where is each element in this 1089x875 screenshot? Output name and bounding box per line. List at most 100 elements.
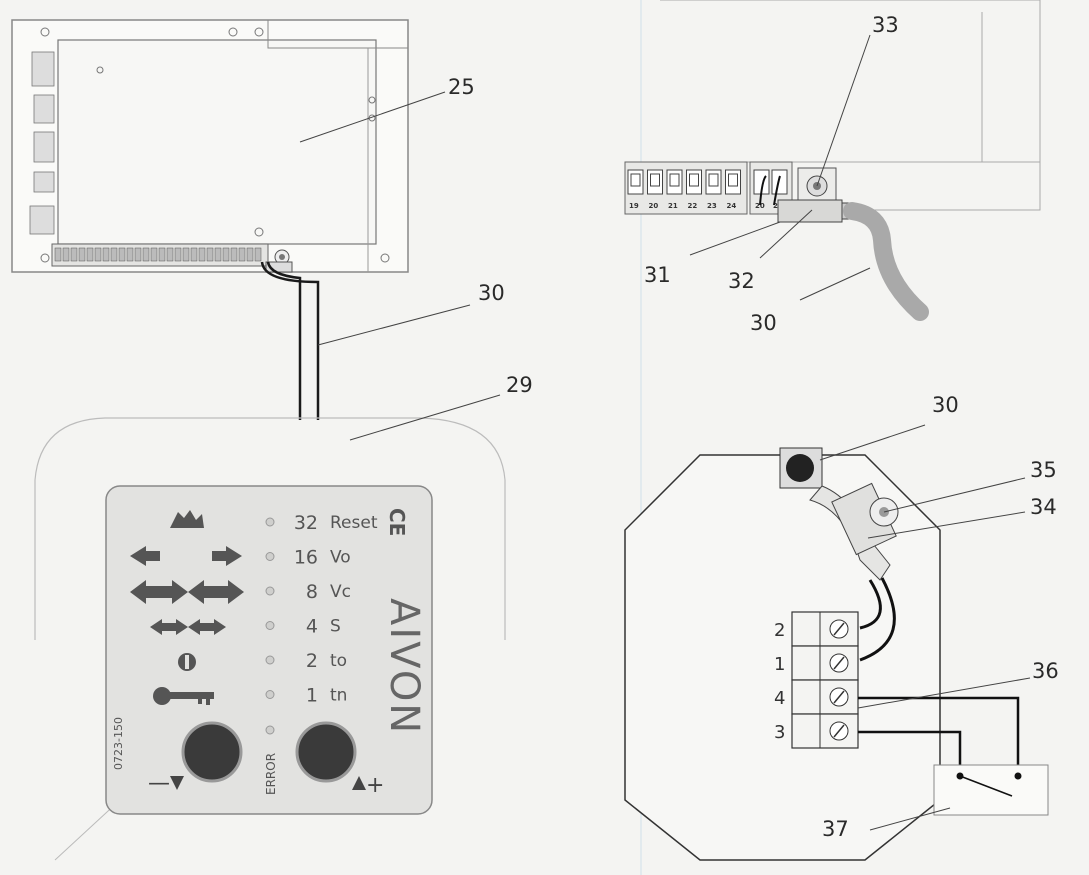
- row-code: S: [330, 617, 341, 637]
- minus-button[interactable]: [181, 721, 243, 783]
- mini-terminal: [86, 247, 94, 262]
- mini-terminal: [134, 247, 142, 262]
- mini-terminal: [198, 247, 206, 262]
- mini-terminal: [54, 247, 62, 262]
- callout-32: 32: [728, 269, 755, 293]
- terminal-number: 20: [755, 202, 765, 210]
- junction-box: 2 1 4 3: [624, 447, 1049, 861]
- error-led: [265, 725, 275, 735]
- row-code: to: [330, 651, 347, 671]
- mini-terminal: [206, 247, 214, 262]
- mini-terminal: [94, 247, 102, 262]
- callout-37: 37: [822, 817, 849, 841]
- terminal-slot: [705, 169, 722, 195]
- status-led: [265, 690, 275, 699]
- minus-label: —: [148, 771, 170, 796]
- plus-label: +: [366, 773, 384, 798]
- key-icon: [153, 687, 214, 705]
- panel-housing-outline: [34, 417, 506, 640]
- mini-terminal: [214, 247, 222, 262]
- mini-terminal: [70, 247, 78, 262]
- row-number: 1: [306, 685, 318, 707]
- callout-33: 33: [872, 13, 899, 37]
- callout-36: 36: [1032, 659, 1059, 683]
- terminal-slot: [647, 169, 663, 195]
- double-arrow-wide-2-icon: [188, 580, 244, 604]
- terminal-label: 1: [774, 654, 785, 675]
- row-code: Vo: [330, 548, 351, 568]
- callout-25: 25: [448, 75, 475, 99]
- terminal-slot: [771, 169, 788, 195]
- terminal-label: 4: [774, 688, 785, 709]
- mini-terminal: [230, 247, 238, 262]
- terminal-number: 20: [649, 202, 659, 210]
- mini-terminal: [174, 247, 182, 262]
- terminal-number: 24: [727, 202, 737, 210]
- mini-terminal: [102, 247, 110, 262]
- brand-logo: AIVON: [381, 598, 427, 735]
- cable-30-upper: [260, 261, 320, 420]
- terminal-label: 3: [774, 722, 785, 743]
- control-unit: [11, 19, 409, 273]
- up-triangle-icon: [352, 776, 366, 790]
- mini-terminal: [246, 247, 254, 262]
- terminal-slot: [686, 169, 702, 195]
- row-number: 16: [294, 547, 318, 569]
- mini-terminal: [166, 247, 174, 262]
- terminal-number: 19: [629, 202, 639, 210]
- status-led: [265, 552, 275, 561]
- mini-terminal: [190, 247, 198, 262]
- status-led: [265, 517, 275, 527]
- arrow-right-icon: [212, 546, 242, 566]
- hand-icon: [170, 510, 204, 528]
- model-number: 0723-150: [112, 717, 125, 770]
- status-led: [265, 586, 275, 596]
- mini-terminal: [222, 247, 230, 262]
- cable-30-grey: [843, 202, 929, 321]
- error-label: ERROR: [264, 753, 278, 795]
- plus-button[interactable]: [295, 721, 357, 783]
- callout-34: 34: [1030, 495, 1057, 519]
- row-number: 32: [294, 512, 318, 534]
- row-number: 4: [306, 616, 318, 638]
- callout-35: 35: [1030, 458, 1057, 482]
- double-arrow-small-icon: [150, 619, 188, 635]
- row-code: Reset: [330, 513, 378, 533]
- mini-terminal: [78, 247, 86, 262]
- double-arrow-wide-icon: [130, 580, 188, 604]
- mini-terminal: [182, 247, 190, 262]
- terminal-slot: [666, 169, 683, 195]
- callout-31: 31: [644, 263, 671, 287]
- terminal-number: 23: [707, 202, 717, 210]
- callout-30-top: 30: [478, 281, 505, 305]
- mini-terminal: [158, 247, 166, 262]
- callout-30-box: 30: [932, 393, 959, 417]
- arrow-left-icon: [130, 546, 160, 566]
- mini-terminal: [150, 247, 158, 262]
- callout-30-right: 30: [750, 311, 777, 335]
- terminal-slot: [627, 169, 644, 195]
- terminal-slot: [725, 169, 741, 195]
- mini-terminal: [62, 247, 70, 262]
- mini-terminal: [118, 247, 126, 262]
- mini-terminal: [110, 247, 118, 262]
- row-code: tn: [330, 686, 347, 706]
- mini-terminal: [142, 247, 150, 262]
- row-code: Vc: [330, 582, 351, 602]
- mini-terminal: [238, 247, 246, 262]
- mini-terminal: [126, 247, 134, 262]
- terminal-number: 22: [688, 202, 698, 210]
- leader-lines: [299, 34, 1031, 831]
- mini-terminal: [254, 247, 262, 262]
- ce-mark: CE: [385, 508, 409, 536]
- status-led: [265, 655, 275, 665]
- row-number: 8: [306, 581, 318, 603]
- row-number: 2: [306, 650, 318, 672]
- status-led: [265, 621, 275, 630]
- terminal-number: 21: [668, 202, 678, 210]
- callout-29: 29: [506, 373, 533, 397]
- terminal-label: 2: [774, 620, 785, 641]
- double-arrow-small-2-icon: [188, 619, 226, 635]
